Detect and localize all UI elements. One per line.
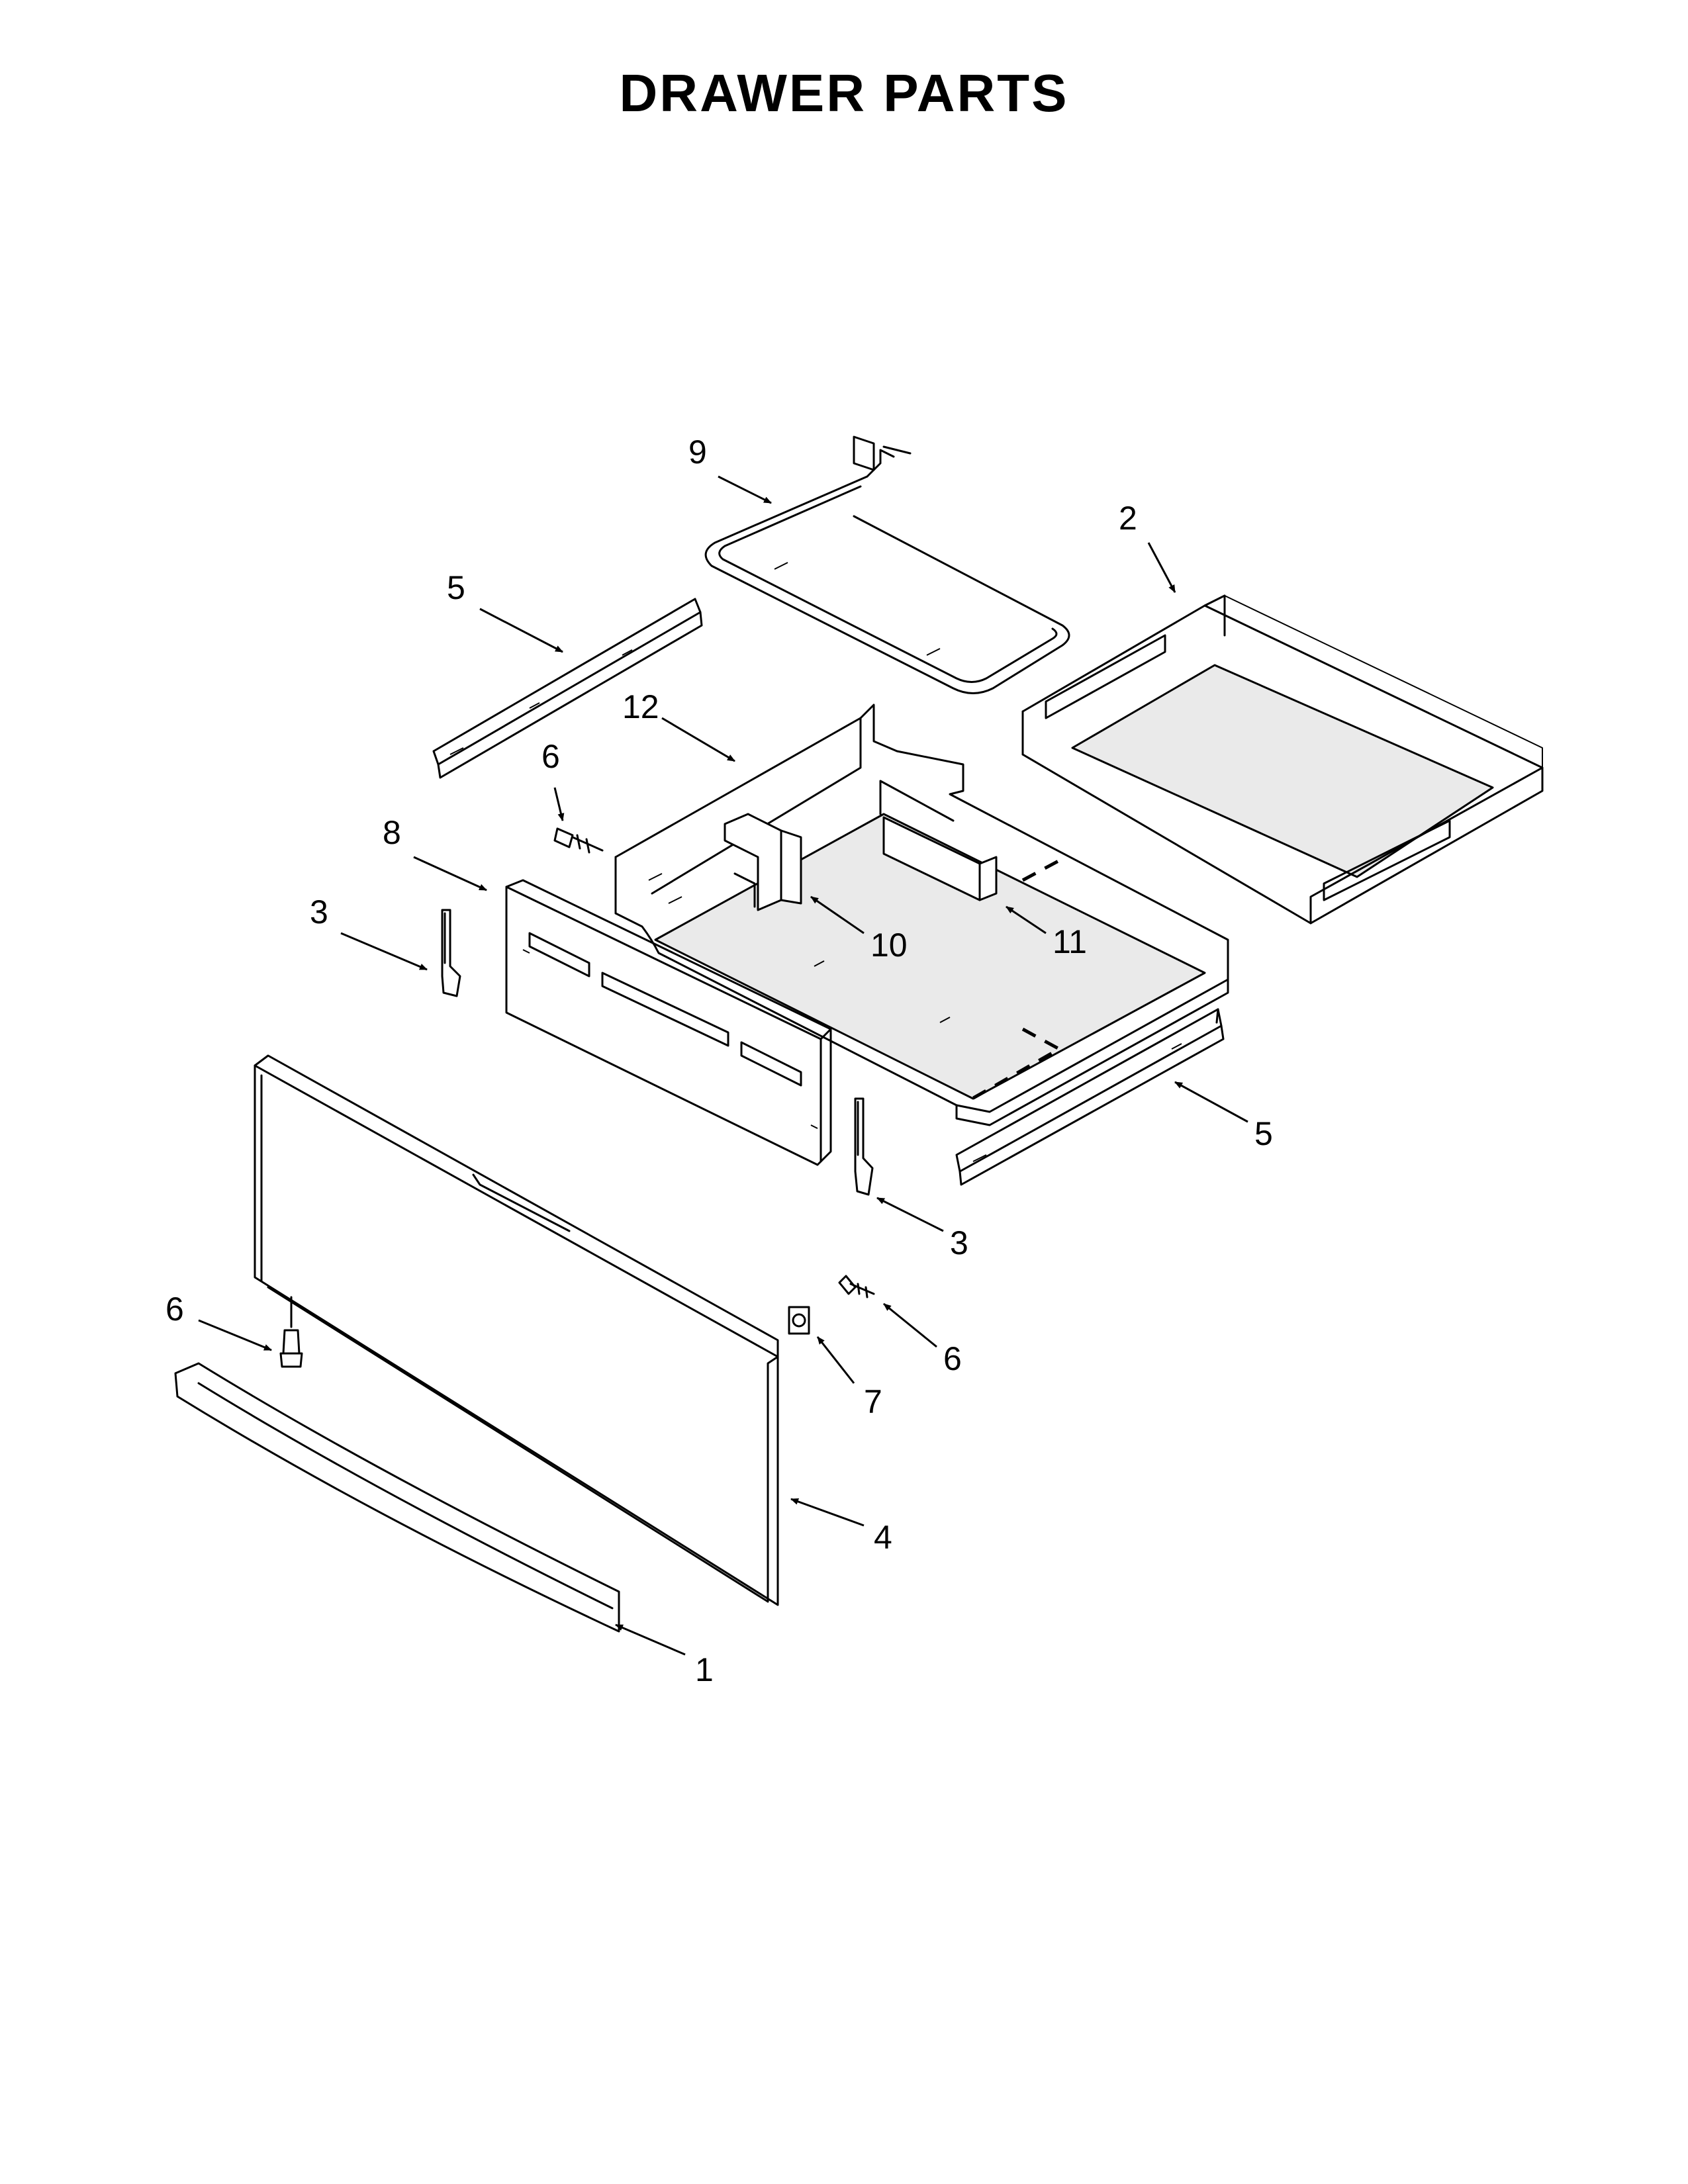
callout-arrows [198,475,1248,1656]
callout-8: 8 [383,814,401,851]
part-5-left-slide-rail [432,598,703,779]
callout-9: 9 [688,433,707,471]
part-6-screw-upper [553,827,604,854]
part-8-back-panel [505,879,832,1166]
part-4-drawer-front [254,1054,779,1606]
callout-6-right: 6 [943,1340,962,1377]
callout-5-left: 5 [447,569,465,606]
callout-3-left: 3 [310,893,328,931]
part-6-screw-lower-left [279,1296,303,1368]
callout-10: 10 [870,927,908,964]
part-7-nut [788,1306,810,1335]
callout-labels: 9 2 5 12 6 8 3 10 11 5 3 6 6 7 4 1 [165,433,1273,1688]
part-6-screw-right [838,1275,875,1298]
callout-12: 12 [622,688,659,725]
part-10-bracket [724,813,802,911]
part-3-clip-left [441,909,461,997]
callout-3-right: 3 [950,1224,968,1261]
part-5-right-slide-rail [955,1008,1225,1186]
part-3-clip-right [854,1097,874,1196]
part-9-heating-element [704,435,1070,694]
part-1-handle [174,1362,620,1633]
callout-1: 1 [695,1651,714,1688]
callout-7: 7 [864,1383,882,1420]
page-title: DRAWER PARTS [619,64,1069,122]
callout-6-upper: 6 [541,738,560,775]
part-2-drawer-tray [1021,594,1544,925]
callout-11: 11 [1053,923,1087,960]
callout-6-lower-left: 6 [165,1291,184,1328]
callout-4: 4 [874,1519,892,1556]
callout-5-right: 5 [1254,1115,1273,1152]
callout-2: 2 [1119,500,1137,537]
